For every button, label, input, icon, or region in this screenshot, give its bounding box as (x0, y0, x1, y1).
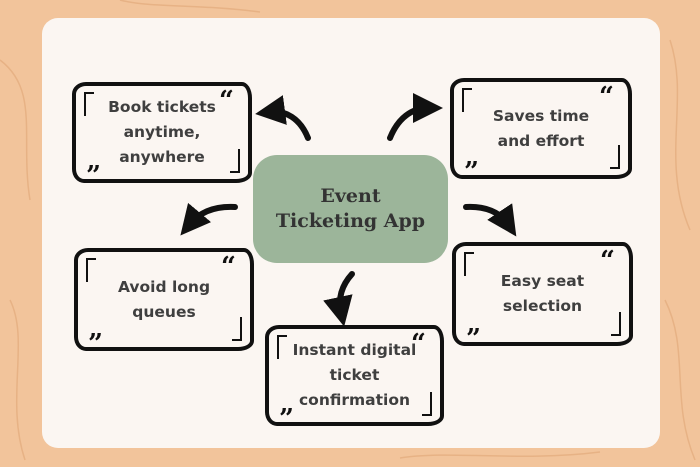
arrow-to-seat-selection (463, 203, 517, 237)
open-quote-icon: “ (600, 246, 615, 276)
corner-decoration (86, 258, 96, 282)
benefit-box-seat-selection: “ ” Easy seat selection (452, 242, 633, 352)
corner-decoration (277, 335, 287, 359)
benefit-box-avoid-queues: “ ” Avoid long queues (74, 248, 254, 357)
corner-decoration (611, 312, 621, 336)
benefit-box-saves-time: “ ” Saves time and effort (450, 78, 632, 185)
benefit-label: Avoid long queues (117, 277, 211, 321)
benefit-label: Instant digital ticket confirmation (292, 341, 417, 409)
benefit-label: Saves time and effort (492, 106, 590, 150)
benefit-box-instant-ticket: “ ” Instant digital ticket confirmation (265, 325, 444, 432)
close-quote-icon: ” (88, 329, 103, 359)
arrow-to-saves-time (387, 93, 443, 141)
title-line-2: Ticketing App (275, 210, 426, 232)
central-topic: Event Ticketing App (253, 155, 448, 263)
close-quote-icon: ” (279, 404, 294, 434)
close-quote-icon: ” (86, 161, 101, 191)
benefit-label: Book tickets anytime, anywhere (108, 98, 216, 166)
arrow-to-instant-ticket (323, 271, 355, 327)
arrow-to-book-tickets (255, 95, 311, 141)
corner-decoration (422, 392, 432, 416)
corner-decoration (462, 88, 472, 112)
open-quote-icon: “ (221, 252, 236, 282)
corner-decoration (230, 149, 240, 173)
close-quote-icon: ” (466, 324, 481, 354)
central-topic-title: Event Ticketing App (276, 184, 425, 234)
benefit-label: Easy seat selection (500, 272, 585, 315)
open-quote-icon: “ (219, 86, 234, 116)
corner-decoration (464, 252, 474, 276)
corner-decoration (232, 317, 242, 341)
open-quote-icon: “ (599, 82, 614, 112)
open-quote-icon: “ (411, 329, 426, 359)
close-quote-icon: ” (464, 157, 479, 187)
corner-decoration (84, 92, 94, 116)
benefit-box-book-tickets: “ ” Book tickets anytime, anywhere (72, 82, 252, 189)
arrow-to-avoid-queues (180, 202, 238, 236)
corner-decoration (610, 145, 620, 169)
title-line-1: Event (320, 185, 381, 207)
